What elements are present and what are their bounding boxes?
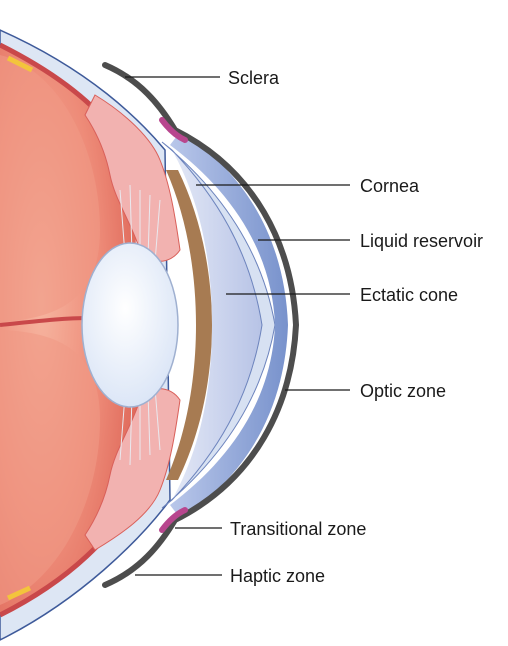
label-transitional-zone: Transitional zone — [230, 519, 366, 539]
label-liquid-reservoir: Liquid reservoir — [360, 231, 483, 251]
label-cornea: Cornea — [360, 176, 420, 196]
label-ectatic-cone: Ectatic cone — [360, 285, 458, 305]
label-sclera: Sclera — [228, 68, 280, 88]
label-haptic-zone: Haptic zone — [230, 566, 325, 586]
crystalline-lens — [82, 243, 178, 407]
label-optic-zone: Optic zone — [360, 381, 446, 401]
